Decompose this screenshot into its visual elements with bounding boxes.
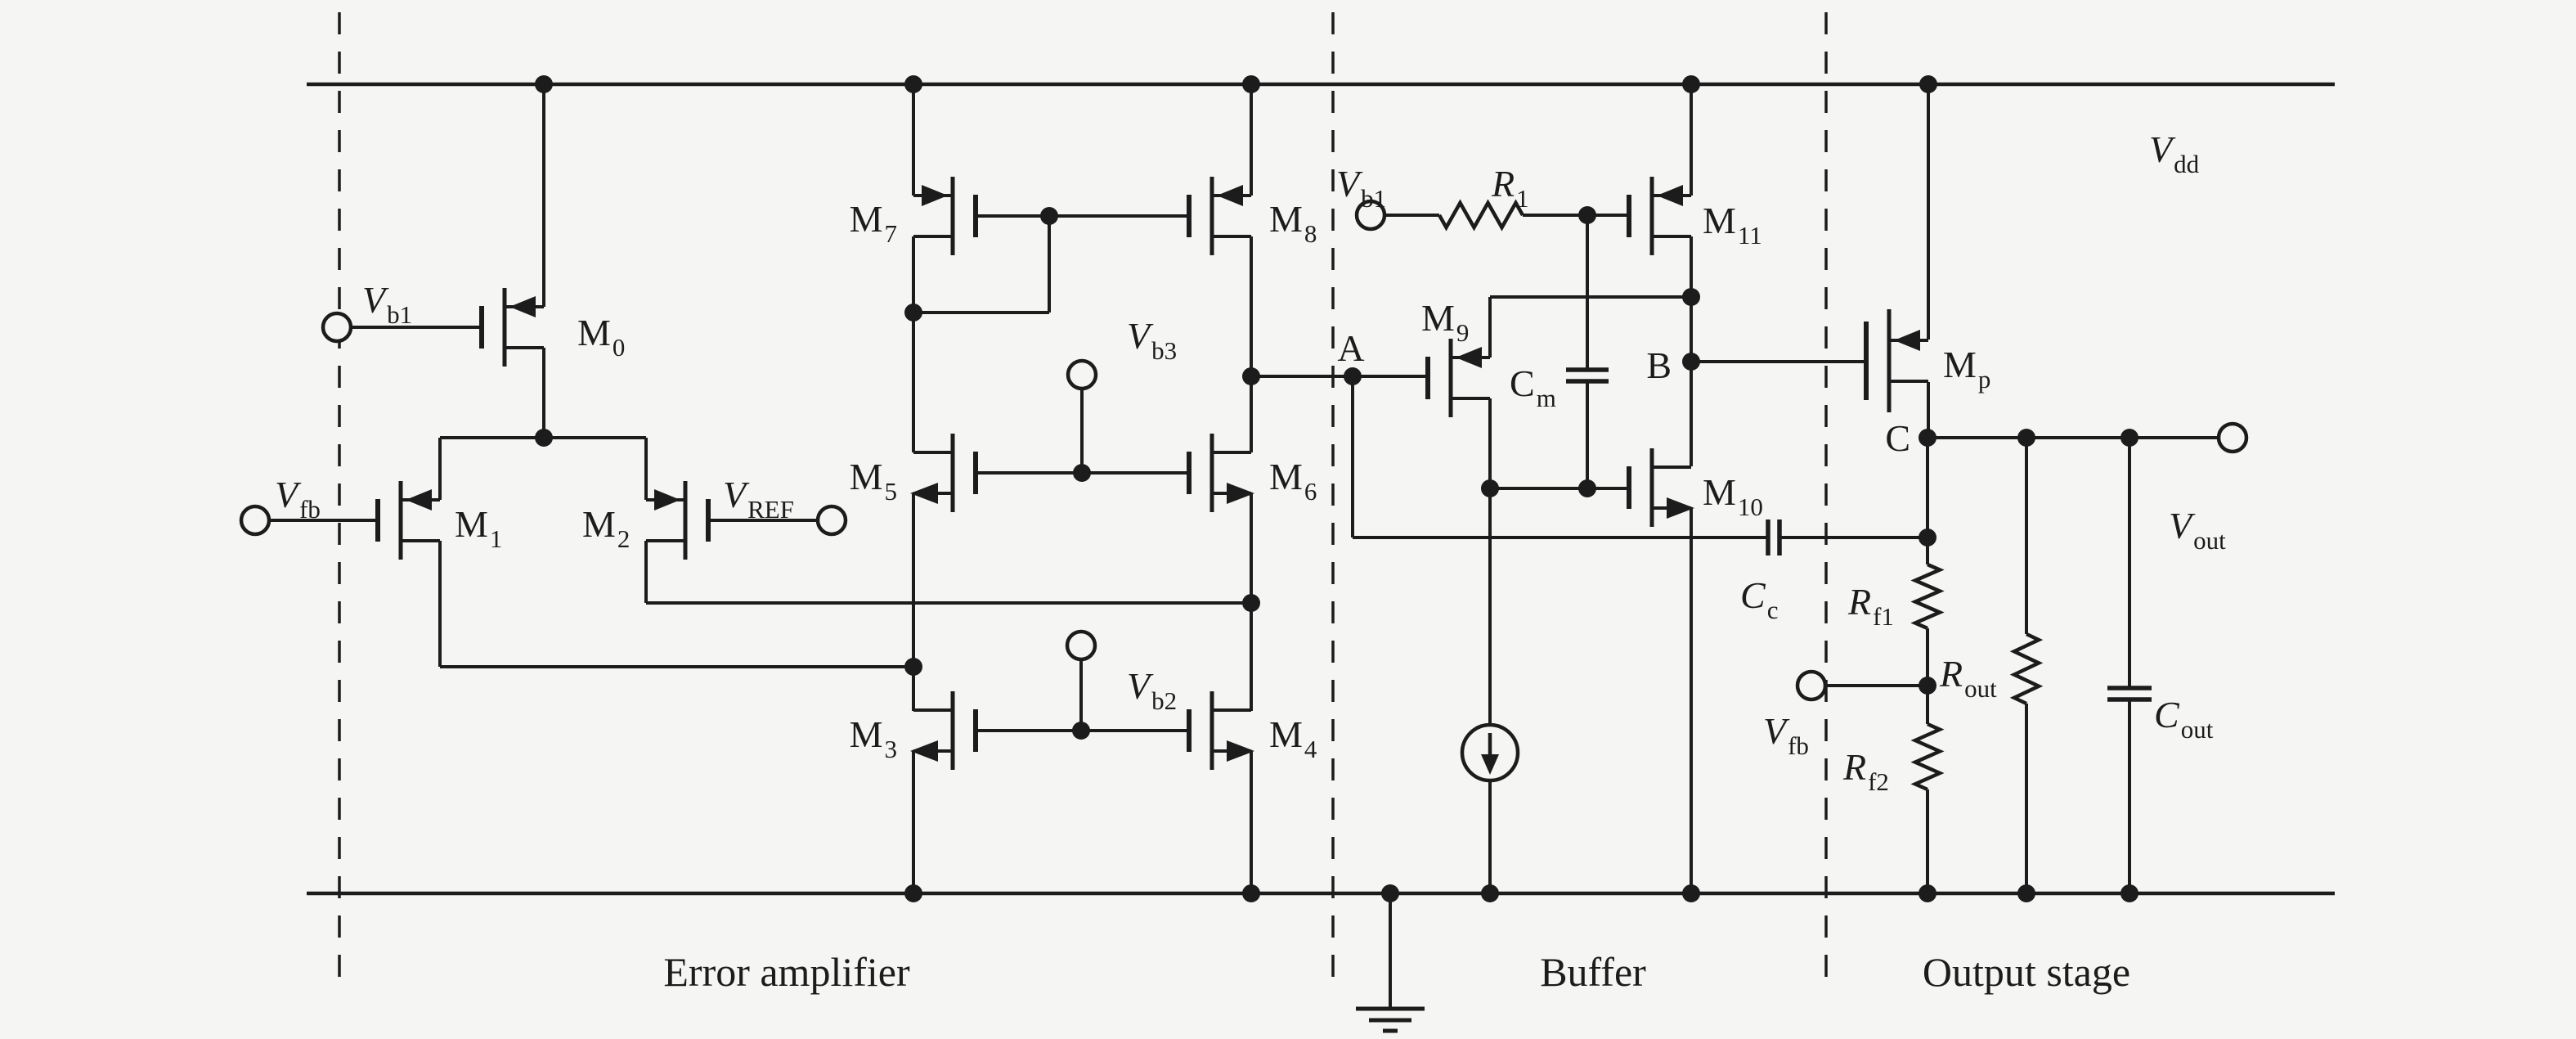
mosfet-m7-pmos-arrow-icon bbox=[922, 185, 948, 206]
mosfet-m0-pmos-arrow-icon bbox=[509, 296, 536, 317]
mosfet-m5-nmos-arrow-icon bbox=[910, 483, 938, 504]
label-vb2: Vb2 bbox=[1127, 665, 1177, 715]
label-m7: M7 bbox=[850, 198, 897, 248]
mosfet-m8-pmos-arrow-icon bbox=[1217, 185, 1243, 206]
junction-dot bbox=[1242, 75, 1260, 93]
mosfet-mp-pmos-arrow-icon bbox=[1894, 330, 1920, 351]
resistor-rf1 bbox=[1910, 562, 1945, 631]
junction-dot bbox=[2120, 429, 2138, 447]
section-label-output-stage: Output stage bbox=[1923, 949, 2130, 995]
label-m8: M8 bbox=[1269, 198, 1317, 248]
junction-dot bbox=[1381, 884, 1399, 902]
label-node-b: B bbox=[1646, 344, 1672, 386]
resistor-rout bbox=[2009, 632, 2044, 706]
label-vb3: Vb3 bbox=[1127, 315, 1177, 365]
junction-dot bbox=[1481, 884, 1499, 902]
junction-dot bbox=[1919, 75, 1937, 93]
junction-dot bbox=[904, 75, 922, 93]
label-m3: M3 bbox=[850, 713, 897, 763]
mosfet-m2-pmos-arrow-icon bbox=[654, 489, 680, 511]
label-vdd: Vdd bbox=[2149, 128, 2200, 178]
junction-dot bbox=[1040, 207, 1058, 225]
junction-dot bbox=[1344, 367, 1362, 385]
label-cout: Cout bbox=[2154, 694, 2214, 744]
label-mp: Mp bbox=[1943, 344, 1990, 394]
junction-dot bbox=[1682, 884, 1700, 902]
mosfet-m9-pmos-arrow-icon bbox=[1456, 347, 1482, 368]
junction-dot bbox=[535, 429, 553, 447]
label-vfb-error: Vfb bbox=[275, 474, 321, 524]
resistor-rf2 bbox=[1910, 722, 1945, 792]
label-m6: M6 bbox=[1269, 456, 1317, 506]
label-m11: M11 bbox=[1703, 200, 1762, 250]
label-rf2: Rf2 bbox=[1842, 746, 1889, 796]
mosfet-m11-pmos-arrow-icon bbox=[1657, 185, 1683, 206]
section-label-buffer: Buffer bbox=[1540, 949, 1646, 995]
label-vfb-output: Vfb bbox=[1763, 710, 1809, 760]
junction-dot bbox=[2120, 884, 2138, 902]
terminal-vb2 bbox=[1065, 629, 1097, 662]
junction-dot bbox=[904, 304, 922, 322]
junction-dot bbox=[1481, 479, 1499, 497]
label-vb1-buffer: Vb1 bbox=[1336, 163, 1386, 213]
label-m0: M0 bbox=[577, 312, 625, 362]
junction-dot bbox=[1578, 206, 1596, 224]
label-m5: M5 bbox=[850, 456, 897, 506]
label-m4: M4 bbox=[1269, 713, 1317, 763]
mosfet-m6-nmos-arrow-icon bbox=[1227, 483, 1254, 504]
terminal-vref bbox=[815, 504, 848, 537]
label-m9: M9 bbox=[1421, 297, 1469, 347]
label-vout: Vout bbox=[2169, 505, 2226, 555]
junction-dot bbox=[1919, 677, 1936, 695]
junction-dot bbox=[904, 658, 922, 676]
junction-dot bbox=[1919, 429, 1936, 447]
label-cm: Cm bbox=[1510, 362, 1556, 412]
label-m2: M2 bbox=[582, 503, 630, 553]
label-vref: VREF bbox=[723, 474, 794, 524]
terminal-vb1-buffer bbox=[1354, 199, 1387, 232]
junction-dot bbox=[2017, 429, 2035, 447]
mosfet-m10-nmos-arrow-icon bbox=[1667, 497, 1694, 519]
mosfet-m1-pmos-arrow-icon bbox=[406, 489, 432, 511]
section-label-error-amplifier: Error amplifier bbox=[663, 949, 910, 995]
label-rf1: Rf1 bbox=[1847, 581, 1894, 631]
junction-dot bbox=[1682, 353, 1700, 371]
junction-dot bbox=[1919, 884, 1936, 902]
junction-dot bbox=[1682, 75, 1700, 93]
resistor-r1 bbox=[1438, 199, 1524, 232]
mosfet-m4-nmos-arrow-icon bbox=[1227, 740, 1254, 762]
terminal-vb1-error bbox=[321, 311, 353, 344]
label-rout: Rout bbox=[1939, 653, 1997, 703]
label-r1: R1 bbox=[1491, 163, 1529, 213]
label-cc: Cc bbox=[1740, 574, 1778, 624]
terminal-vfb-output bbox=[1795, 669, 1828, 702]
junction-dot bbox=[1578, 479, 1596, 497]
junction-dot bbox=[1919, 528, 1936, 546]
label-node-a: A bbox=[1337, 327, 1364, 369]
current-source bbox=[1460, 722, 1520, 783]
junction-dot bbox=[1072, 722, 1090, 740]
junction-dot bbox=[1242, 594, 1260, 612]
junction-dot bbox=[1073, 464, 1091, 482]
junction-dot bbox=[1242, 884, 1260, 902]
junction-dot bbox=[2017, 884, 2035, 902]
terminal-vb3 bbox=[1066, 358, 1098, 391]
mosfet-m3-nmos-arrow-icon bbox=[910, 740, 938, 762]
current-source-down-arrow-icon bbox=[1481, 754, 1499, 775]
terminal-vfb-error bbox=[239, 504, 272, 537]
label-vb1-error: Vb1 bbox=[362, 279, 412, 329]
junction-dot bbox=[904, 884, 922, 902]
terminal-vout bbox=[2216, 421, 2249, 454]
junction-dot bbox=[1682, 288, 1700, 306]
label-m1: M1 bbox=[455, 503, 502, 553]
label-node-c: C bbox=[1885, 417, 1910, 459]
junction-dot bbox=[535, 75, 553, 93]
junction-dot bbox=[1242, 367, 1260, 385]
label-m10: M10 bbox=[1703, 471, 1763, 521]
